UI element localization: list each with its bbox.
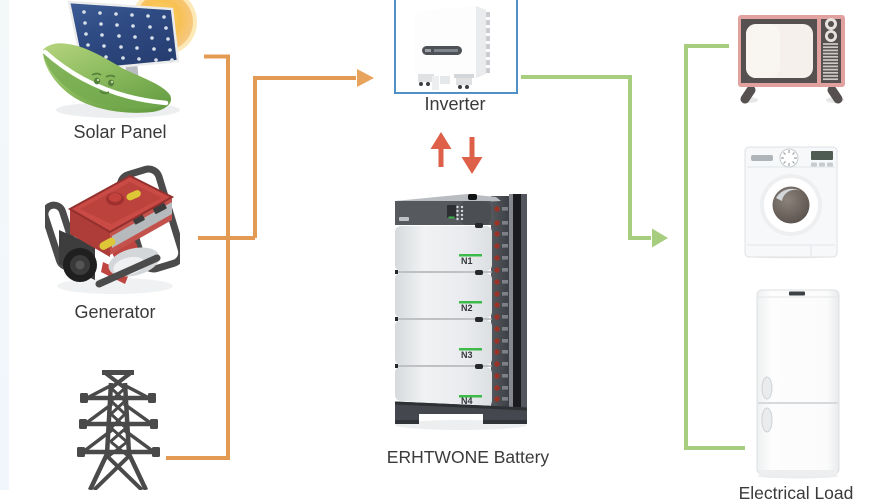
svg-text:N2: N2 bbox=[461, 303, 473, 313]
svg-text:N1: N1 bbox=[461, 256, 473, 266]
svg-text:N4: N4 bbox=[461, 396, 473, 406]
svg-text:N3: N3 bbox=[461, 350, 473, 360]
